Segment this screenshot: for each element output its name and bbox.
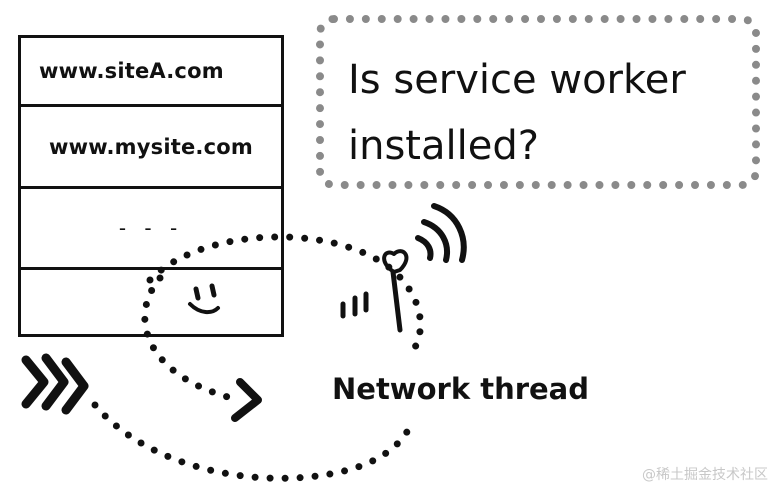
signal-wave-2 — [421, 219, 450, 263]
registry-row-ellipsis: - - - — [21, 189, 281, 270]
signal-wave-3 — [431, 203, 467, 263]
registry-row-mysite: www.mysite.com — [21, 107, 281, 189]
speech-bubble-text: Is service worker installed? — [348, 57, 686, 169]
character-mouth — [188, 302, 220, 315]
motion-chevron-3 — [61, 357, 89, 415]
watermark: @稀土掘金技术社区 — [642, 467, 768, 483]
service-worker-registry-table: www.siteA.com www.mysite.com - - - — [18, 35, 284, 337]
registry-row-sitea: www.siteA.com — [21, 38, 281, 107]
arrow-head-icon — [231, 378, 262, 422]
character-eye-right — [209, 283, 217, 298]
character-lower-outline — [141, 274, 244, 404]
motion-chevron-1 — [21, 355, 49, 409]
signal-wave-1 — [415, 235, 434, 261]
character-eye-left — [193, 286, 201, 301]
character-body-outline — [146, 233, 424, 359]
antenna-icon — [390, 269, 403, 333]
antenna-heart-icon — [382, 249, 409, 274]
speech-bubble: Is service worker installed? — [316, 15, 760, 189]
motion-chevron-2 — [41, 353, 69, 411]
character-tail-outline — [91, 401, 416, 482]
network-thread-label: Network thread — [332, 372, 590, 406]
